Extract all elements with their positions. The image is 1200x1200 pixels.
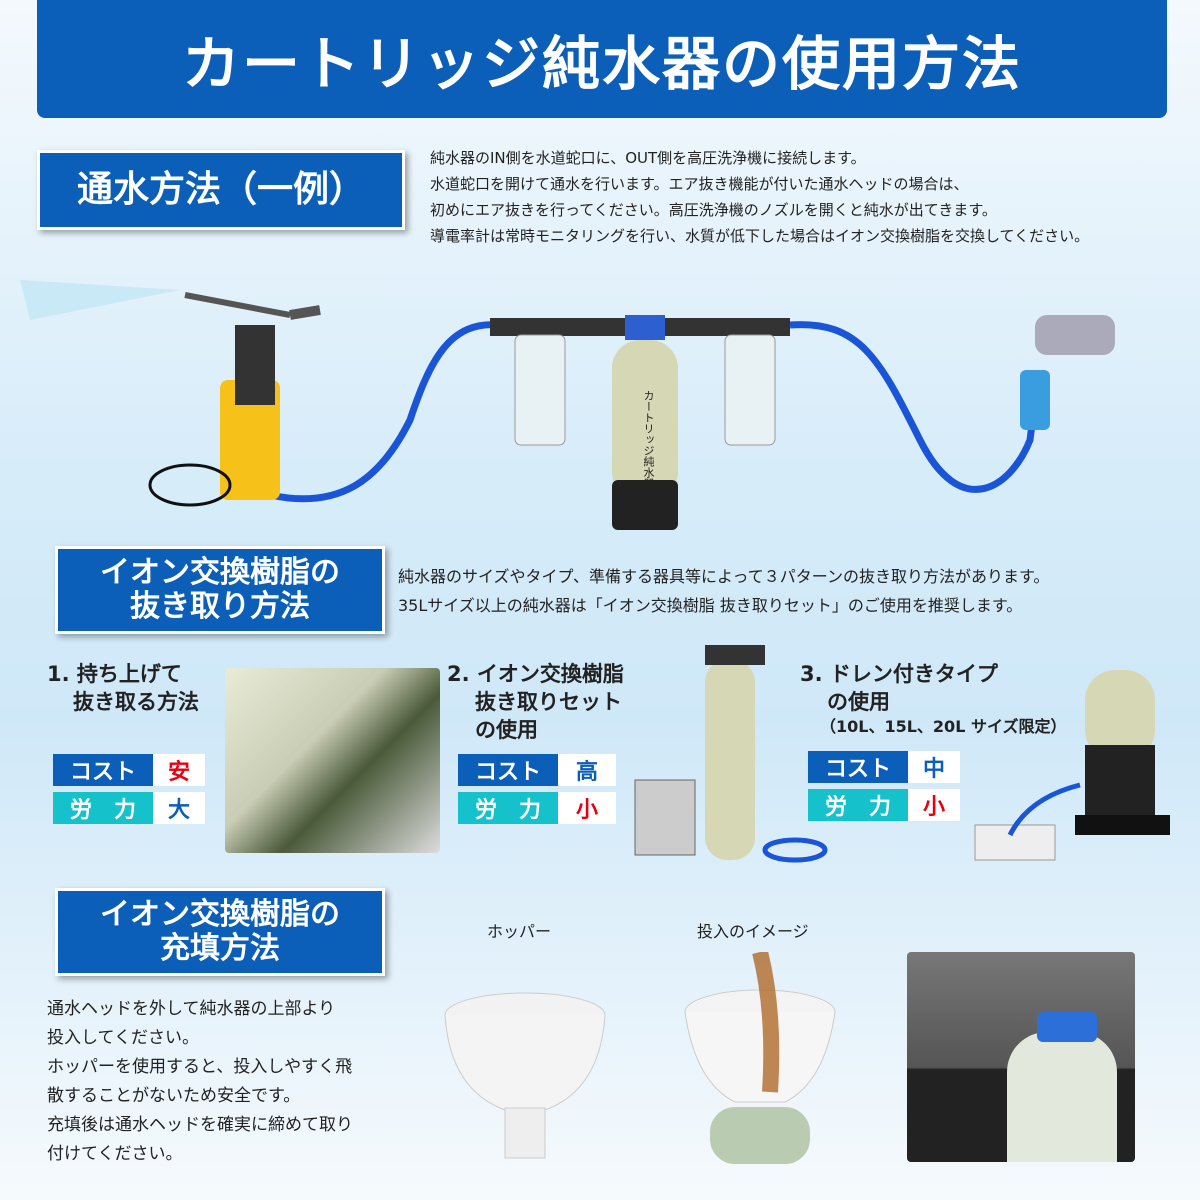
faucet-icon (1020, 315, 1115, 430)
heading-line: 抜き取り方法 (130, 589, 310, 624)
labor-value: 小 (558, 792, 616, 824)
lift-removal-photo (225, 668, 440, 853)
heading-line: 充填方法 (160, 931, 280, 966)
cost-label: コスト (458, 754, 558, 786)
method-2-title: 2. イオン交換樹脂 抜き取りセット の使用 (447, 660, 624, 744)
labor-label: 労 力 (53, 792, 153, 824)
filling-description: 通水ヘッドを外して純水器の上部より 投入してください。 ホッパーを使用すると、投… (47, 995, 353, 1169)
desc-line: 付けてください。 (47, 1144, 183, 1164)
method-1-rating: コスト安 労 力大 (53, 754, 205, 824)
drain-type-illustration (974, 670, 1170, 861)
labor-label: 労 力 (808, 789, 908, 821)
method-2-rating: コスト高 労 力小 (458, 754, 616, 824)
method-title-line: 抜き取りセット (475, 690, 622, 714)
water-head-icon (1037, 1012, 1097, 1042)
method-title-line: 2. イオン交換樹脂 (447, 662, 624, 686)
pressure-washer-icon (148, 292, 321, 507)
labor-value: 小 (908, 789, 960, 821)
method-1-title: 1. 持ち上げて 抜き取る方法 (47, 660, 199, 716)
labor-label: 労 力 (458, 792, 558, 824)
method-title-line: 1. 持ち上げて (47, 662, 182, 686)
desc-line: 散することがないため安全です。 (47, 1086, 301, 1106)
method-title-line: 3. ドレン付きタイプ (800, 662, 998, 686)
heading-line: イオン交換樹脂の (100, 554, 340, 590)
desc-line: 水道蛇口を開けて通水を行います。エア抜き機能が付いた通水ヘッドの場合は、 (430, 175, 969, 193)
desc-line: 通水ヘッドを外して純水器の上部より (47, 999, 336, 1019)
hopper-illustration (444, 992, 606, 1159)
hose (269, 321, 501, 503)
desc-line: 純水器のサイズやタイプ、準備する器具等によって３パターンの抜き取り方法があります… (398, 567, 1050, 586)
filling-illustration (684, 952, 836, 1164)
desc-line: 35Lサイズ以上の純水器は「イオン交換樹脂 抜き取りセット」のご使用を推奨します… (398, 596, 1023, 615)
desc-line: 初めにエア抜きを行ってください。高圧洗浄機のノズルを開くと純水が出てきます。 (430, 201, 997, 219)
removal-description: 純水器のサイズやタイプ、準備する器具等によって３パターンの抜き取り方法があります… (398, 562, 1049, 620)
cost-label: コスト (53, 754, 153, 786)
spray-icon (20, 280, 180, 320)
filling-photo (907, 952, 1135, 1162)
method-3-title: 3. ドレン付きタイプ の使用 （10L、15L、20L サイズ限定） (800, 660, 1066, 738)
purifier-icon (490, 315, 790, 530)
method-3-rating: コスト中 労 力小 (808, 751, 960, 821)
method-title-line: 抜き取る方法 (73, 690, 199, 714)
desc-line: ホッパーを使用すると、投入しやすく飛 (47, 1057, 353, 1077)
setup-illustration (20, 280, 1115, 530)
method-title-line: の使用 (827, 690, 890, 714)
filling-image-caption: 投入のイメージ (697, 922, 809, 941)
heading-line: イオン交換樹脂の (100, 896, 340, 932)
removal-set-illustration (634, 645, 828, 863)
method-title-line: の使用 (475, 718, 538, 742)
hose (789, 321, 1039, 493)
cost-value: 安 (153, 754, 205, 786)
cost-value: 高 (558, 754, 616, 786)
cost-label: コスト (808, 751, 908, 783)
desc-line: 導電率計は常時モニタリングを行い、水質が低下した場合はイオン交換樹脂を交換してく… (430, 227, 1090, 245)
desc-line: 投入してください。 (47, 1028, 199, 1048)
cost-value: 中 (908, 751, 960, 783)
desc-line: 充填後は通水ヘッドを確実に締めて取り (47, 1115, 353, 1135)
section-heading-water-flow: 通水方法（一例） (37, 150, 405, 230)
page-title: カートリッジ純水器の使用方法 (37, 0, 1167, 118)
desc-line: 純水器のIN側を水道蛇口に、OUT側を高圧洗浄機に接続します。 (430, 149, 866, 167)
hopper-caption: ホッパー (487, 922, 552, 941)
section-heading-filling: イオン交換樹脂の 充填方法 (55, 888, 385, 976)
product-label: カートリッジ純水器 (642, 390, 655, 489)
section-heading-removal: イオン交換樹脂の 抜き取り方法 (55, 546, 385, 634)
labor-value: 大 (153, 792, 205, 824)
water-flow-description: 純水器のIN側を水道蛇口に、OUT側を高圧洗浄機に接続します。 水道蛇口を開けて… (430, 145, 1190, 249)
purifier-tank (1007, 1032, 1117, 1162)
method-note: （10L、15L、20L サイズ限定） (820, 717, 1067, 736)
